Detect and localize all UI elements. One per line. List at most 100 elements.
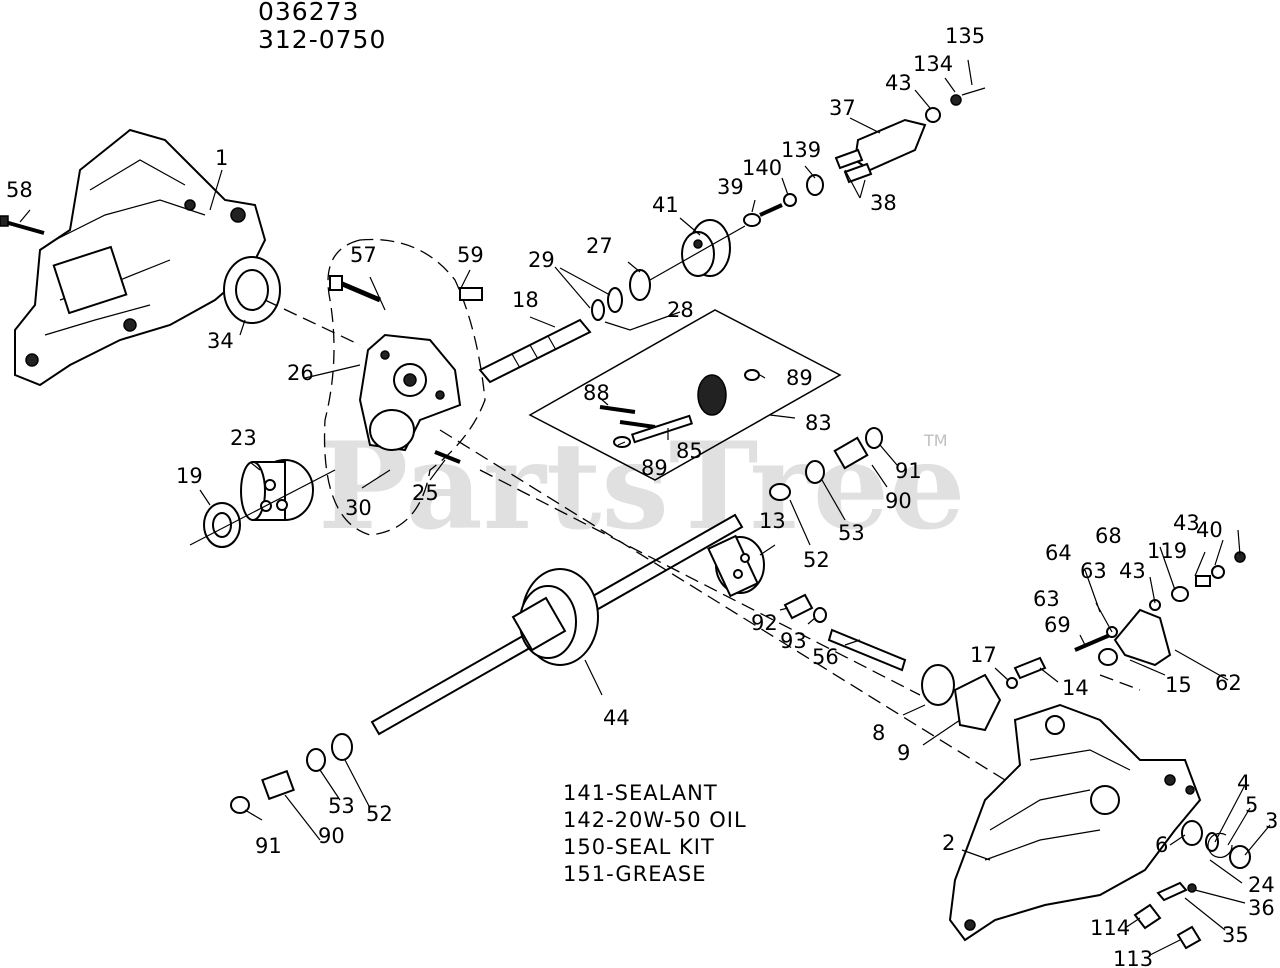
- fitting-114: [1133, 903, 1162, 930]
- cam-41: [681, 219, 731, 277]
- screw-36: [1187, 883, 1197, 893]
- block-9: [953, 673, 1002, 732]
- callout-114: 114: [1090, 916, 1130, 940]
- bearing-6: [1181, 820, 1203, 846]
- callout-43-top: 43: [885, 71, 912, 95]
- bearing-8: [921, 664, 955, 706]
- callout-90-upper: 90: [885, 489, 912, 513]
- bolt-57: [329, 275, 381, 303]
- callout-9: 9: [897, 741, 910, 765]
- callout-17: 17: [970, 643, 997, 667]
- plug-39: [743, 213, 761, 227]
- callout-36: 36: [1248, 896, 1275, 920]
- right-housing-part: [948, 703, 1202, 942]
- center-section-26: [323, 238, 486, 536]
- callout-68: 68: [1095, 524, 1122, 548]
- callout-25: 25: [412, 481, 439, 505]
- callout-28: 28: [667, 298, 694, 322]
- washer-91-upper: [865, 427, 883, 449]
- note-oil: 142-20W-50 OIL: [563, 808, 747, 832]
- washer-43b: [1211, 565, 1225, 579]
- callout-24: 24: [1248, 873, 1275, 897]
- bolt-58: [0, 215, 45, 235]
- washer-91-lower: [230, 796, 250, 814]
- callout-27: 27: [586, 234, 613, 258]
- axle-assembly-44: [370, 513, 744, 736]
- spring-92: [783, 593, 814, 620]
- part-number: 312-0750: [258, 25, 386, 54]
- callout-30: 30: [345, 496, 372, 520]
- pin-135: [961, 87, 986, 96]
- bushing-90-upper: [833, 436, 869, 470]
- callout-113: 113: [1113, 947, 1153, 968]
- callout-64: 64: [1045, 541, 1072, 565]
- callout-8: 8: [872, 721, 885, 745]
- fitting-113: [1176, 925, 1202, 950]
- callout-18: 18: [512, 288, 539, 312]
- callout-39: 39: [717, 175, 744, 199]
- callout-93: 93: [780, 629, 807, 653]
- callout-56: 56: [812, 645, 839, 669]
- callout-62: 62: [1215, 671, 1242, 695]
- callout-4: 4: [1237, 771, 1250, 795]
- seal-19: [203, 502, 241, 548]
- callout-3: 3: [1265, 809, 1278, 833]
- callout-43-right: 43: [1173, 511, 1200, 535]
- note-sealant: 141-SEALANT: [563, 781, 718, 805]
- bracket-37: [853, 118, 927, 172]
- callout-88: 88: [583, 381, 610, 405]
- callout-40: 40: [1196, 518, 1223, 542]
- callout-2: 2: [942, 831, 955, 855]
- callout-15: 15: [1165, 673, 1192, 697]
- callout-91-upper: 91: [895, 459, 922, 483]
- callout-91-lower: 91: [255, 834, 282, 858]
- arm-62: [1113, 608, 1172, 667]
- callout-14: 14: [1062, 676, 1089, 700]
- washer-53-lower: [306, 748, 326, 772]
- callout-1: 1: [215, 146, 228, 170]
- callout-53-lower: 53: [328, 794, 355, 818]
- callout-52-upper: 52: [803, 548, 830, 572]
- cylinder-block-13: [707, 534, 765, 598]
- callout-140: 140: [742, 156, 782, 180]
- nut-134: [950, 94, 962, 106]
- callout-92: 92: [751, 611, 778, 635]
- link-14: [1013, 656, 1047, 680]
- callout-26: 26: [287, 361, 314, 385]
- shaft-56: [827, 628, 907, 672]
- callout-63-upper: 63: [1080, 559, 1107, 583]
- note-seal-kit: 150-SEAL KIT: [563, 835, 715, 859]
- ring-27: [629, 269, 651, 301]
- screw-140: [759, 203, 783, 217]
- callout-37: 37: [829, 96, 856, 120]
- callout-38: 38: [870, 191, 897, 215]
- callout-139: 139: [781, 138, 821, 162]
- callout-53-upper: 53: [838, 521, 865, 545]
- callout-44: 44: [603, 706, 630, 730]
- callout-85: 85: [676, 439, 703, 463]
- callout-34: 34: [207, 329, 234, 353]
- callout-52-lower: 52: [366, 802, 393, 826]
- kit-box-83: [528, 309, 842, 481]
- washer-52-upper: [769, 483, 791, 501]
- spring-139: [806, 174, 824, 196]
- bearing-15: [1098, 648, 1118, 666]
- callout-35: 35: [1222, 923, 1249, 947]
- clip-17: [1006, 677, 1018, 689]
- callout-5: 5: [1245, 793, 1258, 817]
- spacer-119: [1195, 575, 1211, 587]
- cylinder-block-23: [240, 459, 314, 521]
- callout-19: 19: [176, 464, 203, 488]
- callout-23: 23: [230, 426, 257, 450]
- callout-57: 57: [350, 243, 377, 267]
- callout-89-right: 89: [786, 366, 813, 390]
- callout-134: 134: [913, 52, 953, 76]
- pin-59: [459, 287, 483, 301]
- washer-53-upper: [805, 460, 825, 484]
- pin-38: [834, 148, 864, 170]
- input-shaft-18: [478, 318, 592, 384]
- washer-29b: [607, 287, 623, 313]
- callout-41: 41: [652, 193, 679, 217]
- drawing-number: 036273: [258, 0, 359, 26]
